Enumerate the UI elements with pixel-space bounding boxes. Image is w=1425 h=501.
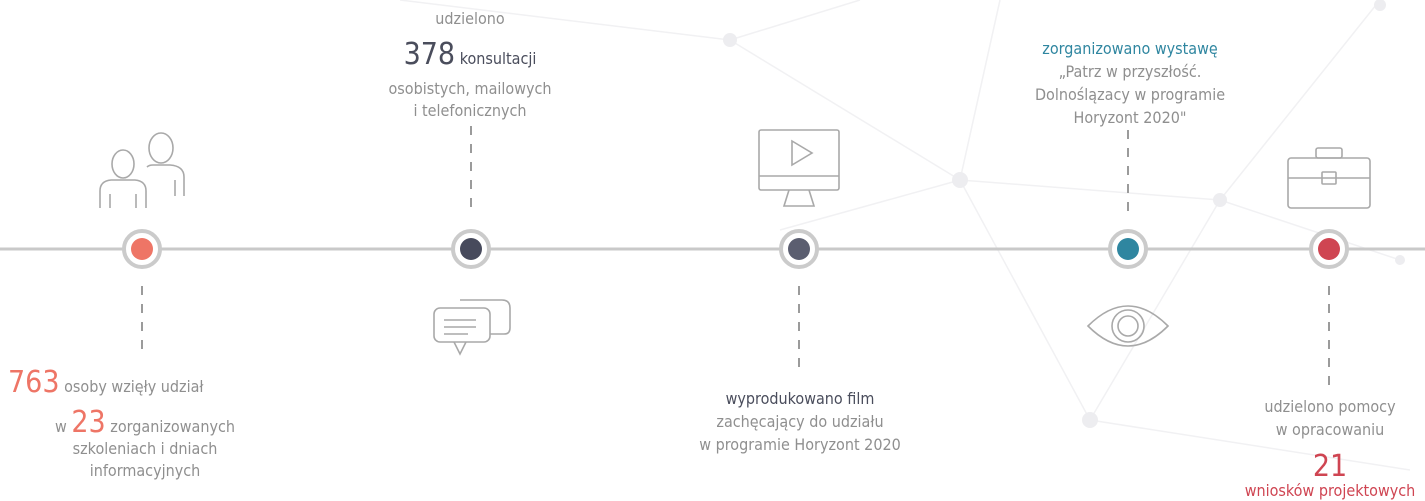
applications-count: 21 bbox=[1312, 449, 1348, 484]
chat-bubbles-icon bbox=[433, 299, 511, 356]
milestone-node-training bbox=[122, 229, 162, 269]
consultations-count: 378 bbox=[403, 37, 456, 72]
monitor-play-icon bbox=[758, 129, 840, 207]
consultations-label: konsultacji bbox=[459, 49, 537, 68]
caption-applications-line2: w opracowaniu bbox=[1275, 420, 1385, 439]
caption-consultations-count: 378 konsultacji bbox=[350, 40, 590, 70]
caption-applications-label: wniosków projektowych bbox=[1244, 481, 1416, 500]
caption-exhibition-headline: zorganizowano wystawę bbox=[1042, 39, 1218, 58]
caption-consultations-intro: udzielono bbox=[435, 9, 505, 28]
people-label: osoby wzięły udział bbox=[64, 377, 204, 396]
people-icon bbox=[99, 132, 185, 208]
caption-applications-line1: udzielono pomocy bbox=[1264, 397, 1396, 416]
events-count: 23 bbox=[71, 405, 106, 440]
milestone-node-exhibition bbox=[1108, 229, 1148, 269]
caption-consultations-line2: osobistych, mailowych bbox=[388, 79, 552, 98]
caption-training-line4: informacyjnych bbox=[89, 461, 201, 480]
people-count: 763 bbox=[8, 365, 60, 400]
caption-film-line3: w programie Horyzont 2020 bbox=[699, 435, 901, 454]
events-prefix: w bbox=[55, 417, 67, 436]
caption-film-headline: wyprodukowano film bbox=[725, 389, 875, 408]
caption-exhibition-line2: „Patrz w przyszłość. bbox=[1058, 62, 1202, 81]
briefcase-icon bbox=[1287, 147, 1371, 209]
events-label: zorganizowanych bbox=[110, 417, 235, 436]
caption-consultations-line3: i telefonicznych bbox=[413, 101, 527, 120]
milestone-node-consultations bbox=[451, 229, 491, 269]
caption-training-line1: 763 osoby wzięły udział bbox=[8, 368, 298, 398]
caption-exhibition-line3: Dolnoślązacy w programie bbox=[1034, 85, 1226, 104]
milestone-node-film bbox=[779, 229, 819, 269]
milestone-node-applications bbox=[1309, 229, 1349, 269]
caption-training-line2: w 23 zorganizowanych bbox=[30, 408, 260, 438]
caption-training-line3: szkoleniach i dniach bbox=[72, 439, 218, 458]
caption-exhibition-line4: Horyzont 2020" bbox=[1073, 108, 1187, 127]
eye-icon bbox=[1086, 305, 1170, 347]
caption-film-line2: zachęcający do udziału bbox=[716, 412, 884, 431]
